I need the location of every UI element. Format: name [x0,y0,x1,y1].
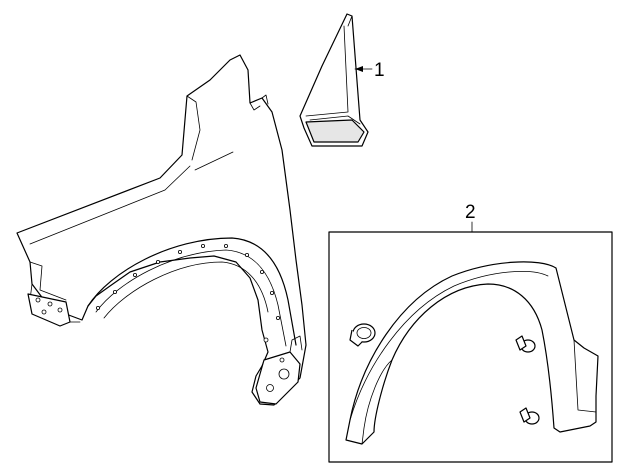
flare-kit-box: 2 [328,202,613,463]
arch-holes [96,243,280,320]
rear-bracket [255,335,303,405]
wheel-opening-flare [345,261,599,445]
callout-label-2: 2 [465,202,476,223]
clip-upper-right [515,335,536,353]
fender-panel [16,54,307,406]
front-mount-tab [27,293,71,327]
clip-large [349,323,376,347]
callout-label-1: 1 [374,60,385,81]
retainer-clip [349,323,540,425]
clip-lower-right [519,407,540,425]
triangle-applique [299,13,369,147]
callout-1: 1 [354,60,385,81]
